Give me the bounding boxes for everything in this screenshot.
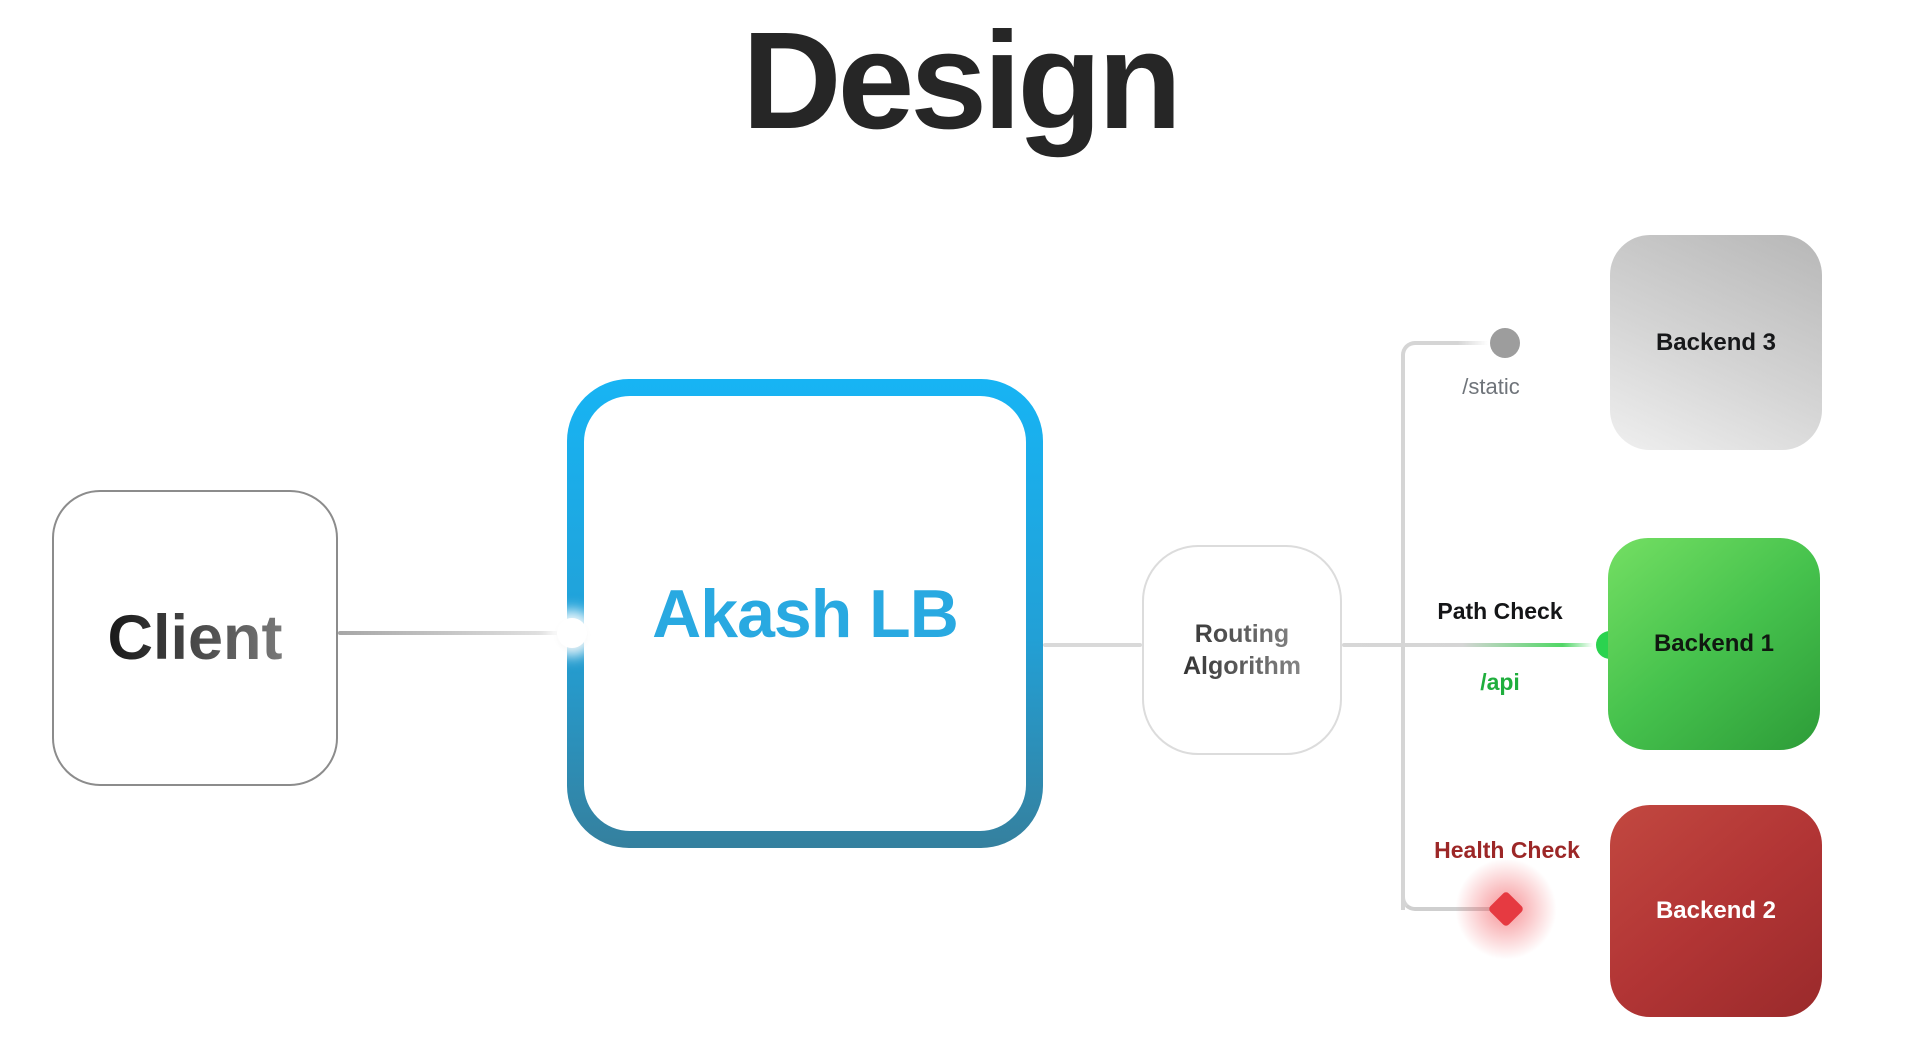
node-backend-1: Backend 1	[1608, 538, 1820, 750]
connector-routing-backend1	[1342, 643, 1610, 647]
connector-trunk-vertical	[1401, 360, 1405, 910]
node-backend-2: Backend 2	[1610, 805, 1822, 1017]
node-load-balancer: Akash LB	[567, 379, 1043, 848]
connector-lb-routing	[1043, 643, 1142, 647]
backend-1-label: Backend 1	[1653, 630, 1775, 657]
routing-algorithm-label: Routing Algorithm	[1144, 547, 1340, 753]
path-check-label: Path Check	[1437, 598, 1563, 624]
node-backend-3: Backend 3	[1610, 235, 1822, 450]
static-endpoint-circle-icon	[1490, 328, 1520, 358]
api-route-label: /api	[1480, 669, 1520, 695]
node-client: Client	[52, 490, 338, 786]
backend-2-label: Backend 2	[1655, 897, 1777, 924]
load-balancer-inner: Akash LB	[584, 396, 1026, 831]
routing-label-line1: Routing	[1194, 619, 1290, 648]
backend-3-label: Backend 3	[1655, 328, 1777, 356]
load-balancer-label: Akash LB	[652, 575, 959, 652]
routing-label-line2: Algorithm	[1182, 652, 1302, 680]
connector-client-lb	[338, 631, 572, 635]
connector-branch-static	[1401, 341, 1505, 367]
page-title: Design	[741, 4, 1182, 158]
static-route-label: /static	[1462, 374, 1520, 399]
client-label: Client	[54, 492, 336, 784]
endpoint-dot-white	[557, 618, 587, 648]
node-routing-algorithm: Routing Algorithm	[1142, 545, 1342, 755]
